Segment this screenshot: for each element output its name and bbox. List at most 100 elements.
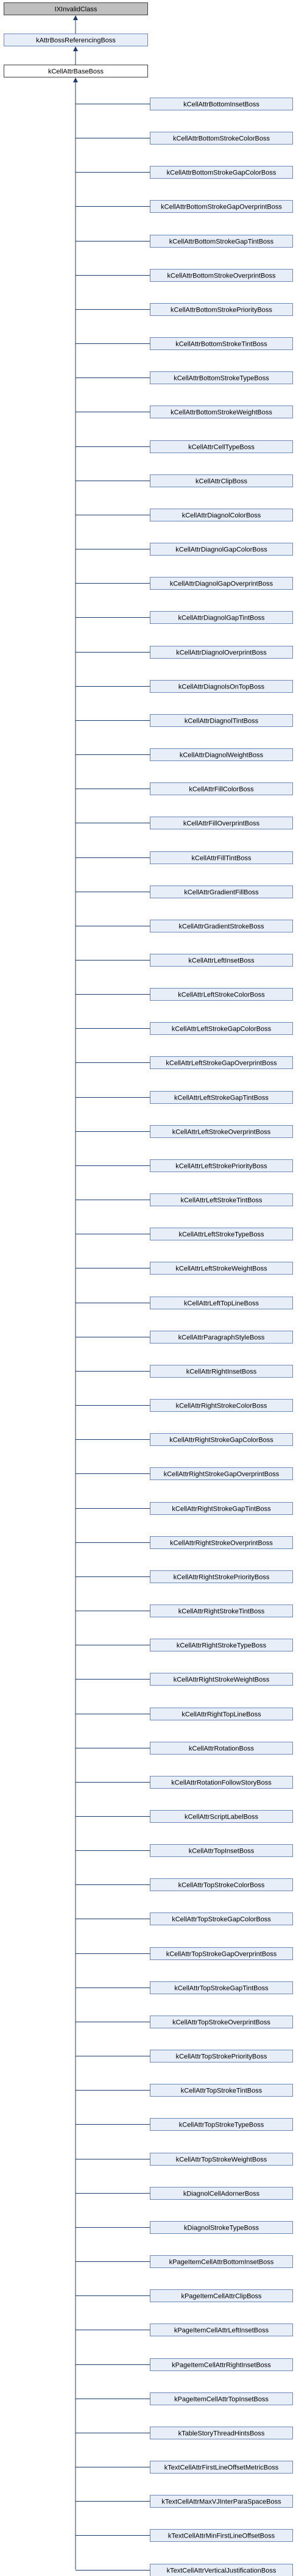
class-node-child[interactable]: kCellAttrRightStrokeOverprintBoss xyxy=(150,1536,293,1549)
class-node-child[interactable]: kCellAttrLeftStrokeWeightBoss xyxy=(150,1262,293,1275)
class-node-child[interactable]: kCellAttrCellTypeBoss xyxy=(150,440,293,453)
class-node-child[interactable]: kCellAttrDiagnolColorBoss xyxy=(150,509,293,521)
class-node-child[interactable]: kCellAttrLeftInsetBoss xyxy=(150,954,293,967)
class-node-child[interactable]: kTextCellAttrMinFirstLineOffsetBoss xyxy=(150,2529,293,2542)
class-node-child[interactable]: kTextCellAttrFirstLineOffsetMetricBoss xyxy=(150,2461,293,2474)
class-node-child[interactable]: kCellAttrParagraphStyleBoss xyxy=(150,1331,293,1343)
class-node-child[interactable]: kCellAttrBottomStrokeColorBoss xyxy=(150,132,293,145)
class-node-child[interactable]: kCellAttrRightStrokeGapTintBoss xyxy=(150,1502,293,1515)
class-node-child-box xyxy=(150,1981,293,1994)
class-node-child[interactable]: kCellAttrDiagnolTintBoss xyxy=(150,714,293,727)
class-node-child[interactable]: kCellAttrLeftStrokeTintBoss xyxy=(150,1193,293,1206)
class-node-child[interactable]: kCellAttrLeftStrokeColorBoss xyxy=(150,988,293,1001)
class-node-child[interactable]: kDiagnolCellAdornerBoss xyxy=(150,2187,293,2200)
class-node-child-box xyxy=(150,132,293,145)
class-node-child[interactable]: kCellAttrBottomStrokePriorityBoss xyxy=(150,303,293,316)
class-node-base[interactable]: kCellAttrBaseBoss xyxy=(4,65,148,77)
class-node-child-label: kCellAttrRightStrokeTintBoss xyxy=(178,1608,265,1615)
class-node-parent[interactable]: kAttrBossReferencingBoss xyxy=(4,34,148,46)
class-node-child[interactable]: kPageItemCellAttrBottomInsetBoss xyxy=(150,2255,293,2268)
class-node-child-label: kCellAttrLeftStrokeGapOverprintBoss xyxy=(166,1060,277,1067)
class-node-child[interactable]: kCellAttrScriptLabelBoss xyxy=(150,1810,293,1823)
class-node-child[interactable]: kCellAttrFillTintBoss xyxy=(150,851,293,864)
class-node-child[interactable]: kCellAttrBottomStrokeWeightBoss xyxy=(150,406,293,418)
class-node-child[interactable]: kCellAttrRightInsetBoss xyxy=(150,1365,293,1378)
class-node-child-label: kCellAttrFillColorBoss xyxy=(189,786,254,793)
class-node-child-box xyxy=(150,2461,293,2474)
class-node-child[interactable]: kCellAttrDiagnolGapOverprintBoss xyxy=(150,577,293,590)
class-node-child[interactable]: kCellAttrTopInsetBoss xyxy=(150,1844,293,1857)
class-node-child[interactable]: kCellAttrLeftTopLineBoss xyxy=(150,1297,293,1309)
class-node-child-box xyxy=(150,1605,293,1617)
class-node-child[interactable]: kCellAttrRightStrokeWeightBoss xyxy=(150,1673,293,1686)
class-node-child[interactable]: kCellAttrTopStrokeOverprintBoss xyxy=(150,2016,293,2028)
class-node-child[interactable]: kCellAttrBottomStrokeOverprintBoss xyxy=(150,269,293,282)
class-node-child[interactable]: kPageItemCellAttrTopInsetBoss xyxy=(150,2392,293,2405)
class-node-child[interactable]: kCellAttrDiagnolWeightBoss xyxy=(150,748,293,761)
class-node-child[interactable]: kCellAttrLeftStrokePriorityBoss xyxy=(150,1159,293,1172)
class-node-child[interactable]: kCellAttrTopStrokeGapOverprintBoss xyxy=(150,1947,293,1960)
class-node-child-label: kDiagnolCellAdornerBoss xyxy=(183,2191,260,2198)
class-node-child[interactable]: kCellAttrTopStrokeGapTintBoss xyxy=(150,1981,293,1994)
class-node-child[interactable]: kCellAttrBottomStrokeGapColorBoss xyxy=(150,166,293,179)
class-node-child-label: kCellAttrLeftInsetBoss xyxy=(188,957,255,965)
class-node-child[interactable]: kCellAttrGradientStrokeBoss xyxy=(150,920,293,932)
class-node-child-box xyxy=(150,1878,293,1891)
class-node-child-box xyxy=(150,2153,293,2166)
class-node-child[interactable]: kCellAttrBottomStrokeTintBoss xyxy=(150,337,293,350)
class-node-child-box xyxy=(150,1742,293,1755)
class-node-child[interactable]: kPageItemCellAttrLeftInsetBoss xyxy=(150,2324,293,2336)
class-node-child[interactable]: kCellAttrFillColorBoss xyxy=(150,782,293,795)
class-node-child-box xyxy=(150,2221,293,2234)
class-node-child[interactable]: kCellAttrBottomInsetBoss xyxy=(150,98,293,110)
class-node-child[interactable]: kCellAttrLeftStrokeOverprintBoss xyxy=(150,1125,293,1138)
class-node-child[interactable]: kTextCellAttrMaxVJInterParaSpaceBoss xyxy=(150,2495,293,2508)
class-node-child[interactable]: kCellAttrRightStrokeTypeBoss xyxy=(150,1639,293,1651)
class-node-child[interactable]: kCellAttrGradientFillBoss xyxy=(150,886,293,898)
class-node-child[interactable]: kDiagnolStrokeTypeBoss xyxy=(150,2221,293,2234)
class-node-child[interactable]: kCellAttrBottomStrokeGapOverprintBoss xyxy=(150,200,293,213)
class-node-child-box xyxy=(150,611,293,624)
class-node-child[interactable]: kCellAttrTopStrokeTypeBoss xyxy=(150,2118,293,2131)
class-node-child[interactable]: kCellAttrClipBoss xyxy=(150,474,293,487)
class-node-child[interactable]: kCellAttrTopStrokePriorityBoss xyxy=(150,2050,293,2063)
class-node-child[interactable]: kCellAttrLeftStrokeGapColorBoss xyxy=(150,1022,293,1035)
class-node-child-box xyxy=(150,2495,293,2508)
class-node-root[interactable]: IXInvalidClass xyxy=(4,2,148,15)
class-node-child-label: kCellAttrFillTintBoss xyxy=(192,855,252,862)
class-node-child[interactable]: kCellAttrTopStrokeTintBoss xyxy=(150,2084,293,2097)
class-node-child[interactable]: kCellAttrDiagnolsOnTopBoss xyxy=(150,680,293,693)
class-node-child[interactable]: kCellAttrTopStrokeColorBoss xyxy=(150,1878,293,1891)
class-node-child[interactable]: kCellAttrRightTopLineBoss xyxy=(150,1708,293,1720)
class-node-child[interactable]: kCellAttrFillOverprintBoss xyxy=(150,817,293,829)
class-node-child[interactable]: kTextCellAttrVerticalJustificationBoss xyxy=(150,2564,293,2576)
class-node-child[interactable]: kTableStoryThreadHintsBoss xyxy=(150,2427,293,2439)
class-node-child[interactable]: kCellAttrBottomStrokeTypeBoss xyxy=(150,371,293,384)
class-node-child[interactable]: kPageItemCellAttrClipBoss xyxy=(150,2289,293,2302)
class-node-child-label: kCellAttrTopStrokePriorityBoss xyxy=(176,2053,267,2061)
class-node-child[interactable]: kCellAttrLeftStrokeGapOverprintBoss xyxy=(150,1056,293,1069)
class-node-child-box xyxy=(150,1947,293,1960)
class-node-child-label: kCellAttrDiagnolGapColorBoss xyxy=(175,546,267,554)
class-node-child-label: kCellAttrBottomStrokeGapColorBoss xyxy=(167,170,277,177)
class-node-child[interactable]: kCellAttrTopStrokeGapColorBoss xyxy=(150,1912,293,1925)
class-node-child[interactable]: kCellAttrRightStrokeColorBoss xyxy=(150,1399,293,1412)
class-node-child[interactable]: kCellAttrRightStrokeGapColorBoss xyxy=(150,1433,293,1446)
class-node-child[interactable]: kCellAttrRotationFollowStoryBoss xyxy=(150,1776,293,1789)
class-node-child[interactable]: kCellAttrLeftStrokeGapTintBoss xyxy=(150,1091,293,1104)
class-node-child[interactable]: kCellAttrRightStrokeTintBoss xyxy=(150,1605,293,1617)
class-node-child[interactable]: kCellAttrLeftStrokeTypeBoss xyxy=(150,1228,293,1240)
class-node-child[interactable]: kPageItemCellAttrRightInsetBoss xyxy=(150,2358,293,2371)
class-nodes: IXInvalidClass kAttrBossReferencingBoss kC… xyxy=(4,2,293,2576)
class-node-child[interactable]: kCellAttrTopStrokeWeightBoss xyxy=(150,2153,293,2166)
class-node-child[interactable]: kCellAttrDiagnolGapColorBoss xyxy=(150,543,293,556)
class-node-child[interactable]: kCellAttrDiagnolOverprintBoss xyxy=(150,646,293,659)
class-node-child-label: kCellAttrRightStrokeWeightBoss xyxy=(174,1676,270,1684)
class-node-base-label: kCellAttrBaseBoss xyxy=(48,68,104,76)
class-node-child[interactable]: kCellAttrRightStrokeGapOverprintBoss xyxy=(150,1467,293,1480)
class-node-child[interactable]: kCellAttrBottomStrokeGapTintBoss xyxy=(150,235,293,248)
class-node-child[interactable]: kCellAttrRightStrokePriorityBoss xyxy=(150,1570,293,1583)
class-node-child[interactable]: kCellAttrDiagnolGapTintBoss xyxy=(150,611,293,624)
class-node-child[interactable]: kCellAttrRotationBoss xyxy=(150,1742,293,1755)
class-node-child-label: kCellAttrLeftStrokeWeightBoss xyxy=(175,1265,267,1273)
